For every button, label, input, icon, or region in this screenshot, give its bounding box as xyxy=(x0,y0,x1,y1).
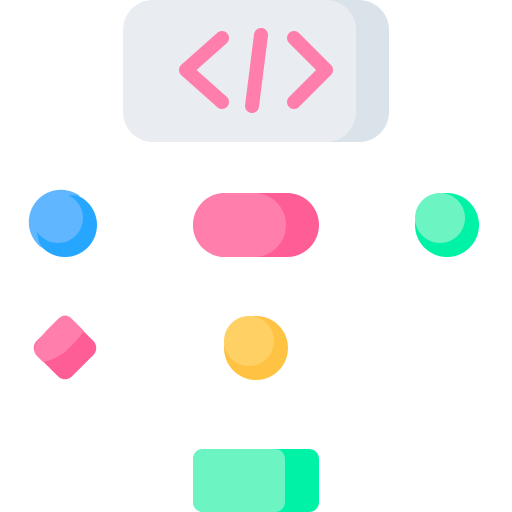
diamond-icon xyxy=(33,315,97,380)
code-bracket-left xyxy=(179,31,229,109)
code-slash xyxy=(245,28,268,113)
circle-icon-green xyxy=(415,193,479,257)
circle-icon-yellow xyxy=(224,316,288,380)
code-icon xyxy=(123,0,389,142)
rectangle-icon xyxy=(193,449,319,512)
circle-icon-blue xyxy=(28,189,97,257)
code-bracket-right xyxy=(287,31,333,109)
pill-icon xyxy=(193,193,319,257)
